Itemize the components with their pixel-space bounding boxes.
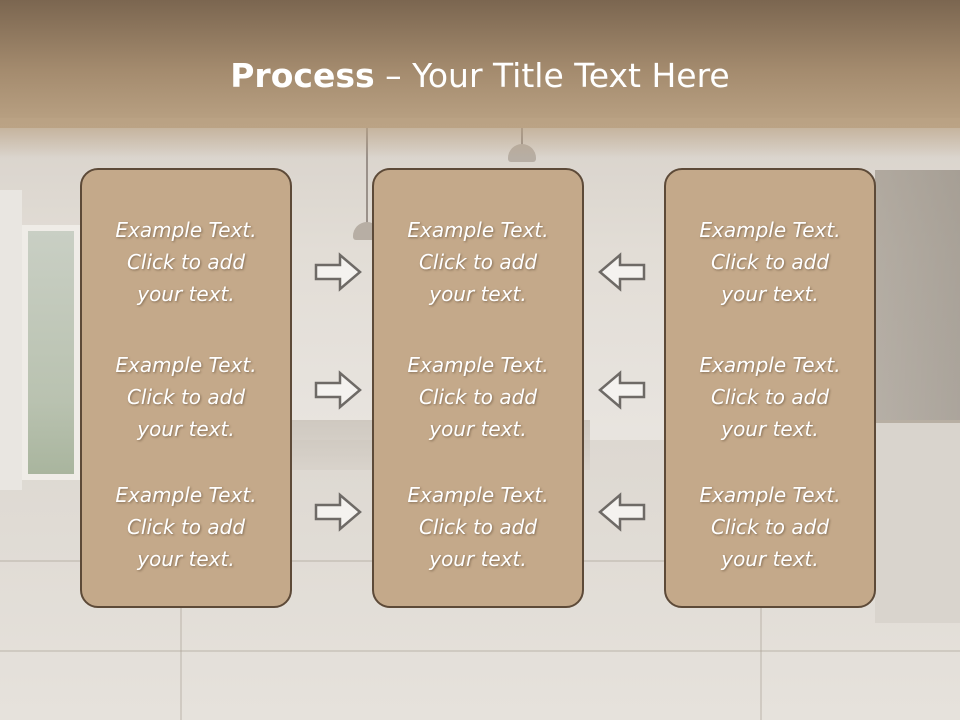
cabinet-right-lower [875,420,960,623]
text-line: Example Text. [699,218,841,242]
text-line: Click to add [710,515,830,539]
title-bold: Process [230,56,375,95]
text-line: Example Text. [115,483,257,507]
text-line: Click to add [710,385,830,409]
text-line: your text. [721,282,819,306]
text-line: your text. [721,547,819,571]
process-box-2[interactable]: Example Text. Click to add your text. Ex… [372,168,584,608]
text-block[interactable]: Example Text. Click to add your text. [666,479,874,575]
title-rest: – Your Title Text Here [374,56,730,95]
text-line: your text. [429,417,527,441]
text-line: Example Text. [699,353,841,377]
text-block[interactable]: Example Text. Click to add your text. [374,349,582,445]
text-line: Example Text. [699,483,841,507]
text-line: Click to add [418,250,538,274]
left-arrow-icon[interactable] [598,252,646,292]
text-line: Click to add [710,250,830,274]
right-arrow-icon[interactable] [314,492,362,532]
text-line: your text. [721,417,819,441]
text-line: Example Text. [407,218,549,242]
window [22,225,80,480]
text-line: your text. [429,547,527,571]
text-line: Example Text. [115,218,257,242]
floor-tile-line [760,560,762,720]
right-arrow-icon[interactable] [314,252,362,292]
floor-tile-line [180,560,182,720]
title-bar [0,0,960,128]
text-line: Example Text. [115,353,257,377]
wall-left [0,190,22,490]
process-box-3[interactable]: Example Text. Click to add your text. Ex… [664,168,876,608]
text-line: Click to add [418,385,538,409]
text-line: your text. [137,282,235,306]
text-line: Click to add [126,250,246,274]
text-line: your text. [137,547,235,571]
text-line: your text. [429,282,527,306]
text-line: Click to add [126,515,246,539]
text-block[interactable]: Example Text. Click to add your text. [82,349,290,445]
right-arrow-icon[interactable] [314,370,362,410]
text-line: your text. [137,417,235,441]
text-block[interactable]: Example Text. Click to add your text. [666,214,874,310]
text-block[interactable]: Example Text. Click to add your text. [374,479,582,575]
floor-tile-line [0,650,960,652]
text-line: Click to add [126,385,246,409]
text-block[interactable]: Example Text. Click to add your text. [82,479,290,575]
text-block[interactable]: Example Text. Click to add your text. [666,349,874,445]
text-block[interactable]: Example Text. Click to add your text. [82,214,290,310]
text-block[interactable]: Example Text. Click to add your text. [374,214,582,310]
text-line: Example Text. [407,483,549,507]
left-arrow-icon[interactable] [598,370,646,410]
title-bar-fade [0,118,960,158]
left-arrow-icon[interactable] [598,492,646,532]
text-line: Example Text. [407,353,549,377]
pendant-cord [366,128,368,224]
slide-title[interactable]: Process – Your Title Text Here [0,52,960,100]
process-box-1[interactable]: Example Text. Click to add your text. Ex… [80,168,292,608]
text-line: Click to add [418,515,538,539]
